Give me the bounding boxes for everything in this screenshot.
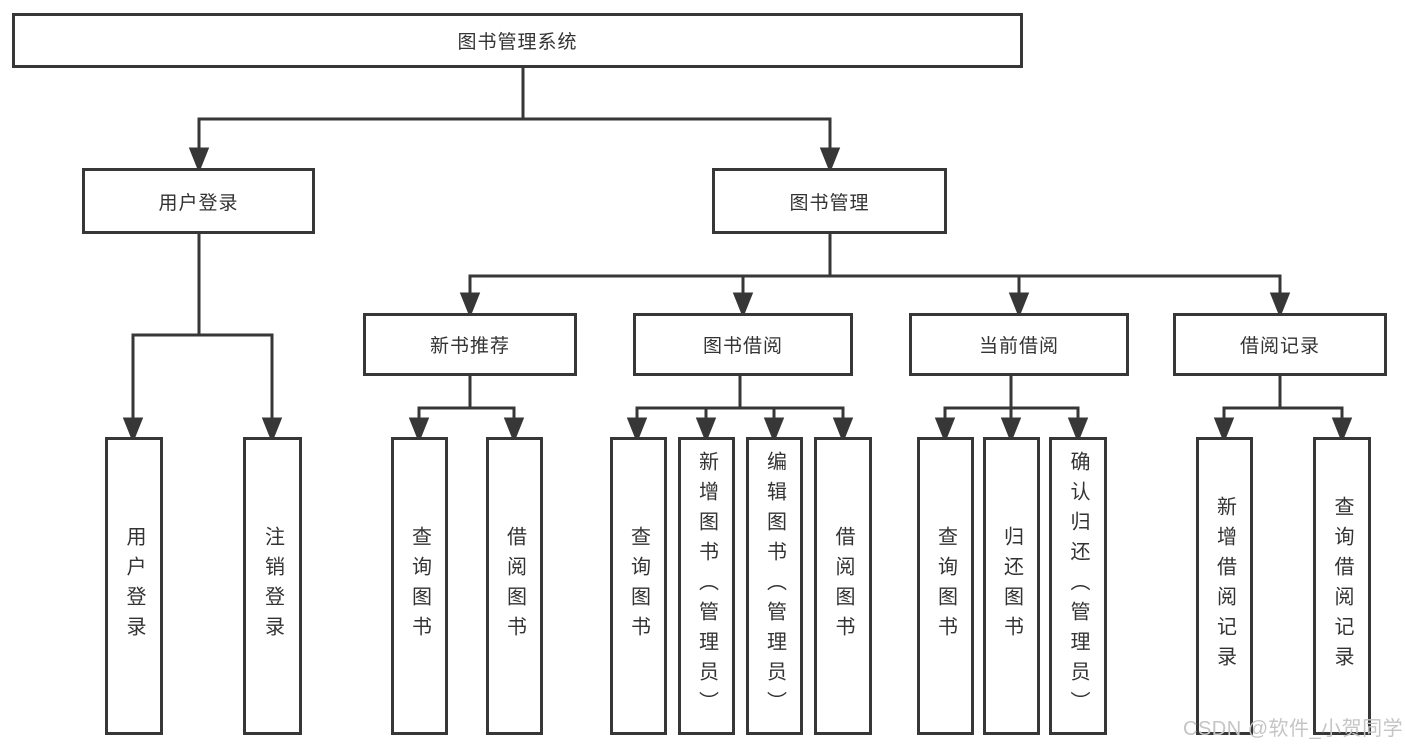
leaf-label: 归还图书 [1000, 526, 1023, 646]
leaf-label: 查询借阅记录 [1331, 496, 1353, 676]
node-book-management: 图书管理 [712, 168, 947, 234]
node-label: 图书管理 [789, 192, 870, 214]
leaf-add-borrow-record: 新增借阅记录 [1196, 437, 1253, 735]
node-label: 新书推荐 [429, 336, 510, 357]
leaf-label: 确认归还（管理员） [1067, 451, 1089, 721]
leaf-label: 查询图书 [627, 526, 650, 646]
leaf-add-books-admin: 新增图书（管理员） [678, 437, 735, 735]
leaf-label: 查询图书 [408, 526, 431, 646]
leaf-confirm-return-admin: 确认归还（管理员） [1049, 437, 1107, 735]
node-library-management-system: 图书管理系统 [12, 13, 1023, 68]
leaf-return-books: 归还图书 [983, 437, 1040, 735]
leaf-query-books-recommend: 查询图书 [391, 437, 448, 735]
leaf-query-books-current: 查询图书 [917, 437, 974, 735]
leaf-query-books-borrowing: 查询图书 [610, 437, 667, 735]
leaf-label: 新增图书（管理员） [695, 451, 718, 721]
node-label: 图书管理系统 [457, 32, 578, 53]
node-user-login: 用户登录 [82, 168, 315, 234]
leaf-user-login: 用户登录 [105, 437, 163, 735]
leaf-borrow-books-recommend: 借阅图书 [486, 437, 543, 735]
leaf-query-borrow-record: 查询借阅记录 [1313, 437, 1371, 735]
csdn-watermark: CSDN @软件_小贺同学 [1183, 718, 1404, 740]
node-label: 借阅记录 [1239, 336, 1320, 357]
leaf-label: 用户登录 [123, 526, 145, 646]
node-book-borrowing: 图书借阅 [633, 313, 853, 376]
leaf-logout-login: 注销登录 [243, 437, 302, 735]
node-label: 当前借阅 [978, 336, 1059, 357]
leaf-edit-books-admin: 编辑图书（管理员） [746, 437, 803, 735]
leaf-label: 新增借阅记录 [1213, 496, 1236, 676]
leaf-label: 借阅图书 [832, 526, 854, 646]
node-label: 用户登录 [158, 192, 239, 214]
leaf-label: 注销登录 [261, 526, 284, 646]
node-borrowing-records: 借阅记录 [1173, 313, 1387, 376]
leaf-label: 查询图书 [934, 526, 957, 646]
node-label: 图书借阅 [702, 336, 783, 357]
leaf-borrow-books-borrowing: 借阅图书 [814, 437, 872, 735]
node-current-borrowing: 当前借阅 [909, 313, 1129, 376]
leaf-label: 借阅图书 [503, 526, 526, 646]
node-new-book-recommendation: 新书推荐 [363, 313, 577, 376]
leaf-label: 编辑图书（管理员） [763, 451, 786, 721]
